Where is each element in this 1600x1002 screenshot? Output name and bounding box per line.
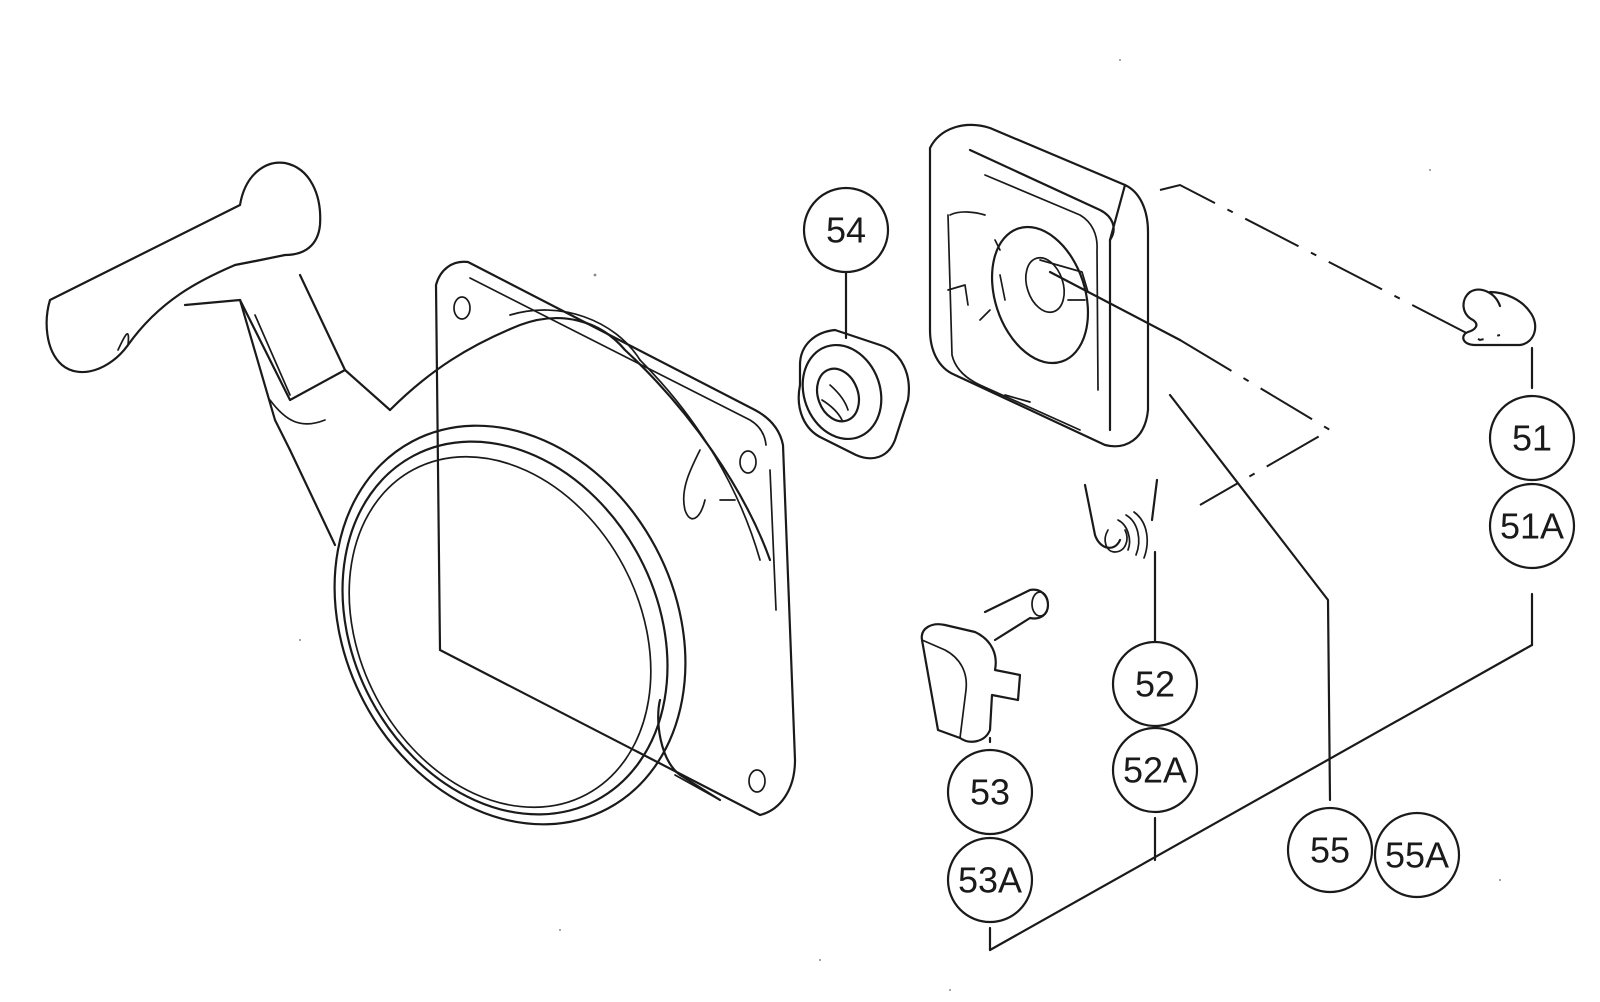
callout-51A: 51A: [1488, 482, 1576, 570]
scan-specks: [299, 59, 1501, 991]
callout-53: 53: [946, 748, 1034, 836]
callout-52-label: 52: [1135, 664, 1175, 705]
callout-54-label: 54: [826, 210, 866, 251]
callout-51: 51: [1488, 394, 1576, 482]
callout-51A-label: 51A: [1500, 506, 1564, 547]
callout-51-label: 51: [1512, 418, 1552, 459]
callout-55-label: 55: [1310, 830, 1350, 871]
callout-55: 55: [1286, 806, 1374, 894]
callout-54: 54: [802, 186, 890, 274]
callout-53-label: 53: [970, 772, 1010, 813]
starter-housing: [45, 161, 797, 826]
pulley-plate-part: [928, 123, 1150, 448]
callout-55A: 55A: [1373, 811, 1461, 899]
nut-part: [797, 328, 910, 460]
spring-part: [1083, 478, 1159, 559]
callout-53A-label: 53A: [958, 860, 1022, 901]
callout-53A: 53A: [946, 836, 1034, 924]
callout-52A: 52A: [1111, 726, 1199, 814]
callout-52: 52: [1111, 640, 1199, 728]
callout-52A-label: 52A: [1123, 750, 1187, 791]
leader-lines: [844, 183, 1534, 952]
pawl-part: [920, 588, 1050, 743]
callout-55A-label: 55A: [1385, 835, 1449, 876]
e-clip-part: [1462, 288, 1537, 347]
